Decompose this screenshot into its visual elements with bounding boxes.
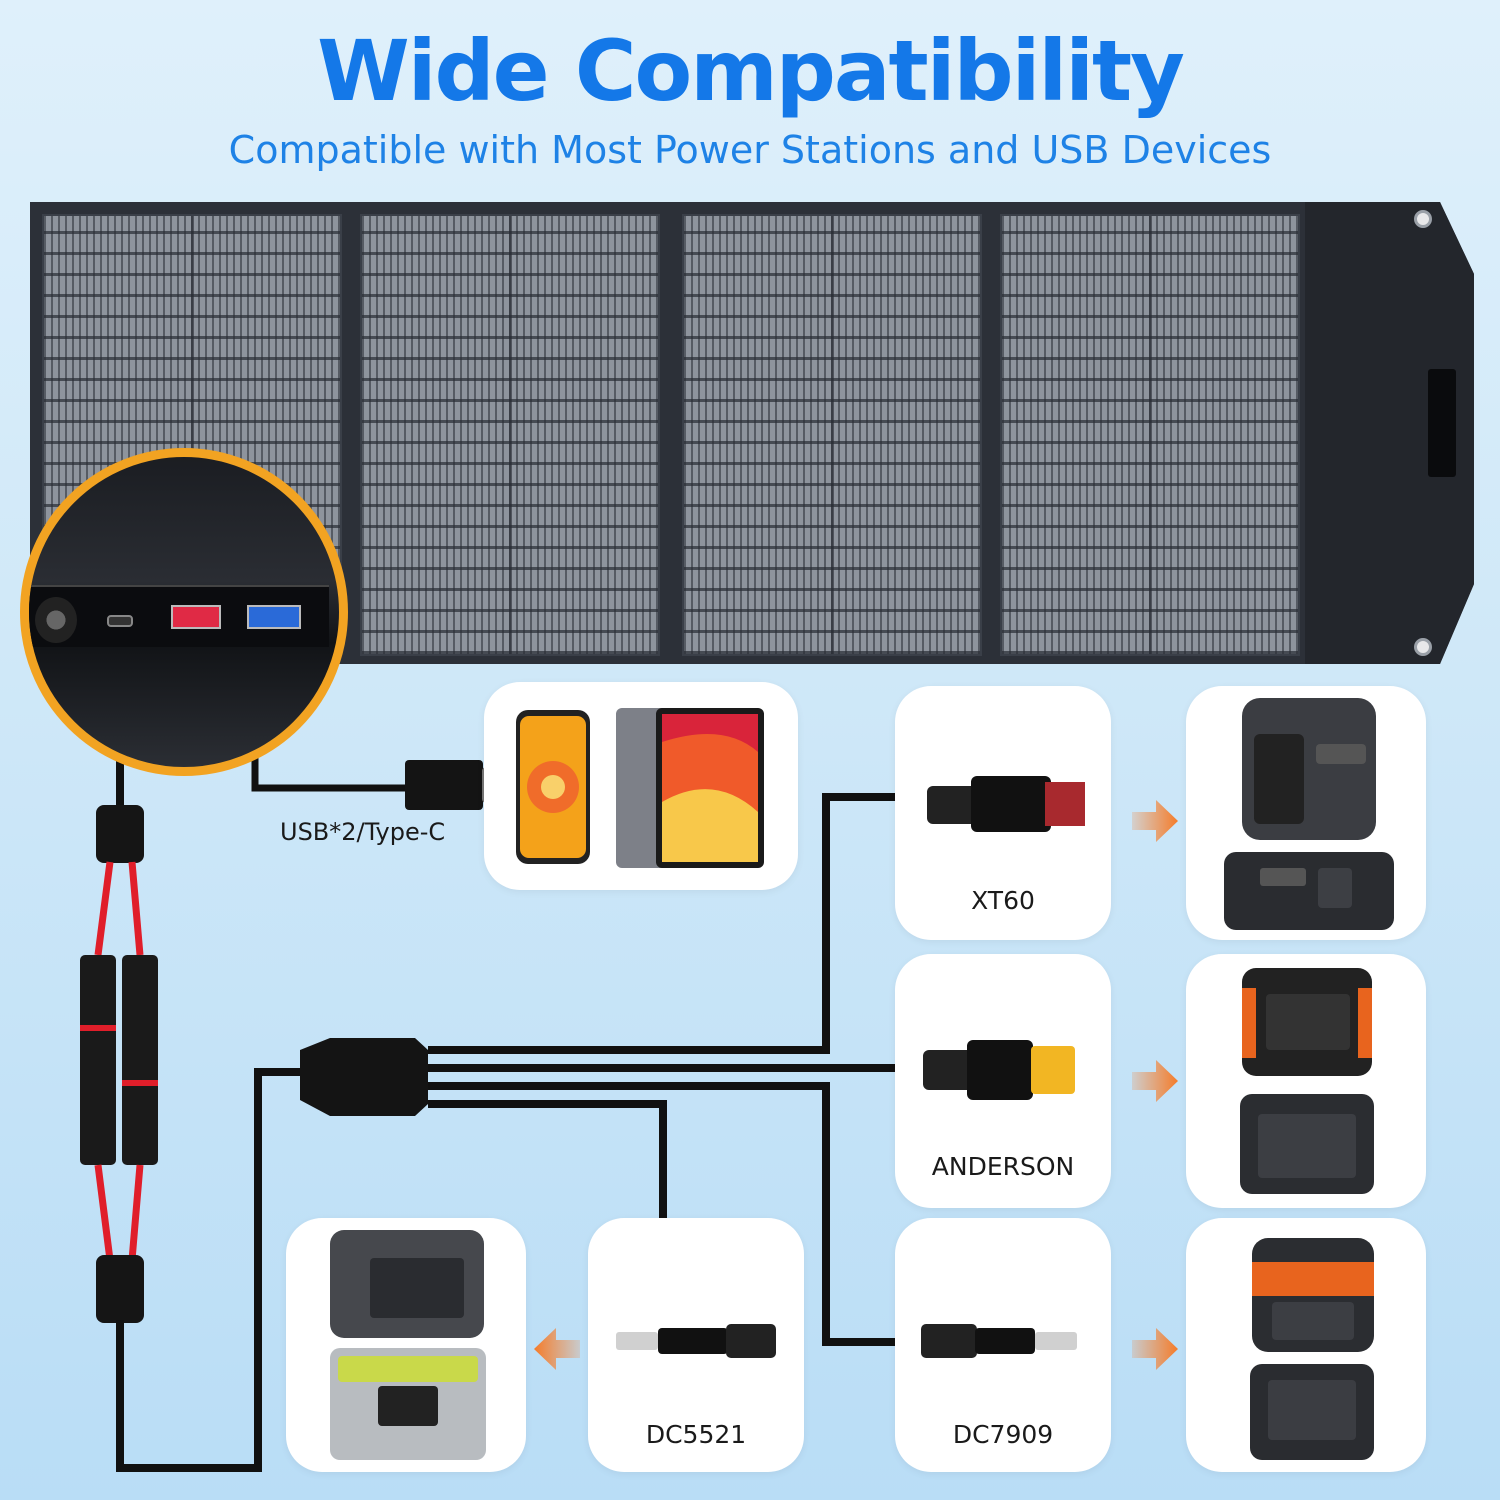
solar-module (682, 214, 982, 656)
mc4-connector-icon (122, 955, 158, 1165)
usb-port-icon (247, 605, 301, 629)
dc-plug-icon (35, 597, 77, 643)
connector-label: ANDERSON (931, 1152, 1075, 1181)
connector-card-anderson: ANDERSON (895, 954, 1111, 1208)
connector-card-xt60: XT60 (895, 686, 1111, 940)
usb-qc-port-icon (171, 605, 221, 629)
solar-module (360, 214, 660, 656)
connector-label: DC7909 (952, 1420, 1054, 1449)
arrow-left-icon (534, 1328, 580, 1370)
page-subtitle: Compatible with Most Power Stations and … (228, 128, 1272, 172)
power-station-icon (1240, 1094, 1374, 1194)
usb-devices-card (484, 682, 798, 890)
power-station-icon (330, 1230, 484, 1338)
panel-handle (1428, 369, 1456, 477)
power-station-icon (1242, 968, 1372, 1076)
xt60-connector-icon (923, 1040, 1075, 1100)
tablet-icon (616, 708, 764, 868)
power-station-card (1186, 686, 1426, 940)
mc4-connector-icon (80, 955, 116, 1165)
power-station-card (1186, 954, 1426, 1208)
power-station-icon (1252, 1238, 1374, 1352)
splitter-hub-icon (300, 1038, 428, 1116)
power-station-icon (1224, 852, 1394, 930)
power-station-icon (330, 1348, 486, 1460)
grommet-icon (1414, 210, 1432, 228)
connector-label: XT60 (971, 886, 1035, 915)
power-station-icon (1242, 698, 1376, 840)
solar-module (1000, 214, 1300, 656)
page-title: Wide Compatibility (317, 22, 1185, 120)
usb-c-port-icon (107, 615, 133, 627)
connector-label: DC5521 (645, 1420, 747, 1449)
power-station-icon (1250, 1364, 1374, 1460)
arrow-right-icon (1132, 1060, 1178, 1102)
anderson-connector-icon (927, 776, 1085, 832)
dc-barrel-connector-icon (616, 1324, 776, 1358)
arrow-right-icon (1132, 800, 1178, 842)
mc4-branch-icon (96, 1255, 144, 1323)
power-station-card (1186, 1218, 1426, 1472)
dc-barrel-connector-icon (921, 1324, 1077, 1358)
usb-output-label: USB*2/Type-C (280, 818, 446, 846)
phone-icon (516, 710, 590, 864)
grommet-icon (1414, 638, 1432, 656)
connector-card-dc5521: DC5521 (588, 1218, 804, 1472)
arrow-right-icon (1132, 1328, 1178, 1370)
connector-card-dc7909: DC7909 (895, 1218, 1111, 1472)
mc4-branch-icon (96, 805, 144, 863)
usb-c-plug-icon (405, 760, 483, 810)
port-closeup (20, 448, 348, 776)
power-station-card (286, 1218, 526, 1472)
